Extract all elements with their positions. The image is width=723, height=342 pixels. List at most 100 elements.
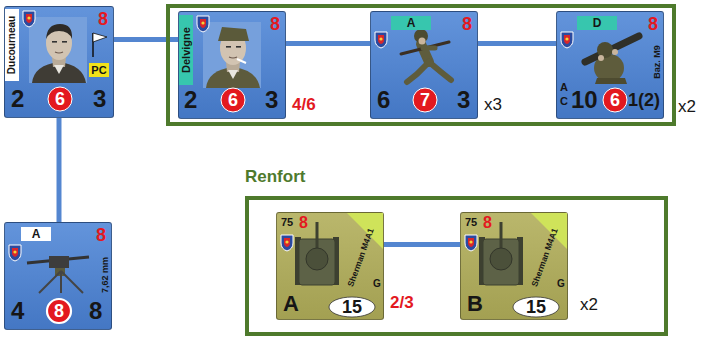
drawing-part [379, 37, 382, 40]
drawing-part [329, 297, 375, 317]
drawing-part [561, 32, 573, 48]
target-type: C [560, 96, 568, 107]
drawing-part [54, 65, 64, 74]
morale-number: 8 [98, 10, 108, 28]
drawing-part [27, 16, 30, 19]
drawing-part [46, 24, 72, 39]
infantry-counter: A8673 [370, 11, 478, 119]
drawing-part [12, 248, 18, 257]
drawing-part [595, 78, 627, 84]
leader-name: Delvigne [179, 15, 193, 85]
combat-value: 4 [11, 299, 24, 323]
vehicle-id: A [283, 293, 299, 315]
command-post-tag: PC [89, 63, 109, 77]
drawing-part [306, 248, 328, 270]
combat-value: 6 [377, 88, 390, 112]
circled-value: 8 [47, 299, 71, 323]
section-tag: A [391, 16, 431, 30]
drawing-part [490, 248, 512, 270]
multiplier: x2 [678, 98, 696, 115]
link-line [478, 41, 556, 46]
gun-caliber: 75 [281, 217, 293, 228]
drawing-part [413, 88, 437, 112]
tank-counter: 758BSherman M4A1G15 [460, 212, 568, 320]
drawing-part [468, 238, 474, 247]
link-line [286, 41, 370, 46]
drawing-part [594, 54, 624, 82]
circled-value: 6 [221, 88, 245, 112]
vehicle-id: B [467, 293, 483, 315]
group-heading: Renfort [245, 168, 305, 185]
drawing-part [513, 297, 559, 317]
drawing-part [55, 52, 63, 53]
drawing-part [26, 14, 32, 23]
strength-fraction: 2/3 [390, 294, 414, 311]
combat-value: 2 [184, 88, 197, 112]
drawing-part [62, 41, 67, 43]
drawing-part [197, 16, 209, 32]
drawing-part [60, 271, 62, 293]
drawing-part [93, 33, 107, 42]
drawing-part [429, 62, 451, 80]
drawing-part [564, 35, 570, 44]
drawing-part [565, 37, 568, 40]
morale-number: 8 [462, 15, 472, 33]
range-value: 1(2) [628, 91, 660, 109]
drawing-part [197, 16, 209, 32]
leader-counter: Delvigne8263 [178, 11, 286, 119]
drawing-part [281, 235, 293, 251]
drawing-part [237, 59, 246, 63]
drawing-part [401, 42, 449, 54]
drawing-part [39, 271, 61, 293]
drawing-part [401, 42, 451, 82]
weapon-name: 7,62 mm [99, 252, 111, 298]
combat-value: 3 [457, 88, 470, 112]
combat-value: 8 [89, 299, 102, 323]
armor-class: G [557, 279, 565, 289]
drawing-part [285, 240, 288, 243]
machine-gun-counter: A84887,62 mm [4, 222, 112, 330]
link-line [57, 118, 62, 222]
drawing-part [9, 245, 21, 261]
drawing-part [203, 22, 261, 88]
leader-name: Ducourneau [5, 9, 19, 81]
drawing-part [469, 240, 472, 243]
drawing-part [423, 46, 435, 51]
strength-fraction: 4/6 [292, 96, 316, 113]
drawing-part [52, 41, 57, 43]
drawing-part [465, 235, 477, 251]
drawing-part [585, 36, 639, 62]
gun-caliber: 75 [465, 217, 477, 228]
drawing-part [375, 32, 387, 48]
morale-number: 8 [299, 215, 308, 231]
drawing-part [598, 55, 604, 61]
drawing-part [419, 38, 426, 45]
drawing-part [13, 250, 16, 253]
tank-counter: 758ASherman M4A1G15 [276, 212, 384, 320]
drawing-part [561, 32, 573, 48]
drawing-part [228, 70, 238, 79]
armor-value: 15 [329, 297, 375, 317]
morale-number: 8 [648, 15, 658, 33]
drawing-part [221, 88, 245, 112]
platoon-group: x2Delvigne8263A8673D8AC1061(2)Baz. M9 [166, 4, 676, 126]
drawing-part [407, 62, 429, 82]
section-tag: D [577, 16, 617, 30]
bazooka-counter: D8AC1061(2)Baz. M9 [556, 11, 664, 119]
drawing-part [49, 256, 69, 268]
combat-value: 10 [571, 88, 598, 112]
circled-value: 6 [48, 87, 72, 111]
drawing-part [201, 21, 204, 24]
drawing-part [236, 46, 241, 48]
drawing-part [281, 235, 293, 251]
combat-value: 3 [265, 88, 278, 112]
section-tag: A [21, 227, 51, 241]
drawing-part [218, 27, 249, 41]
drawing-part [48, 87, 72, 111]
multiplier: x2 [580, 296, 598, 313]
drawing-part [612, 49, 618, 55]
drawing-part [32, 62, 86, 83]
